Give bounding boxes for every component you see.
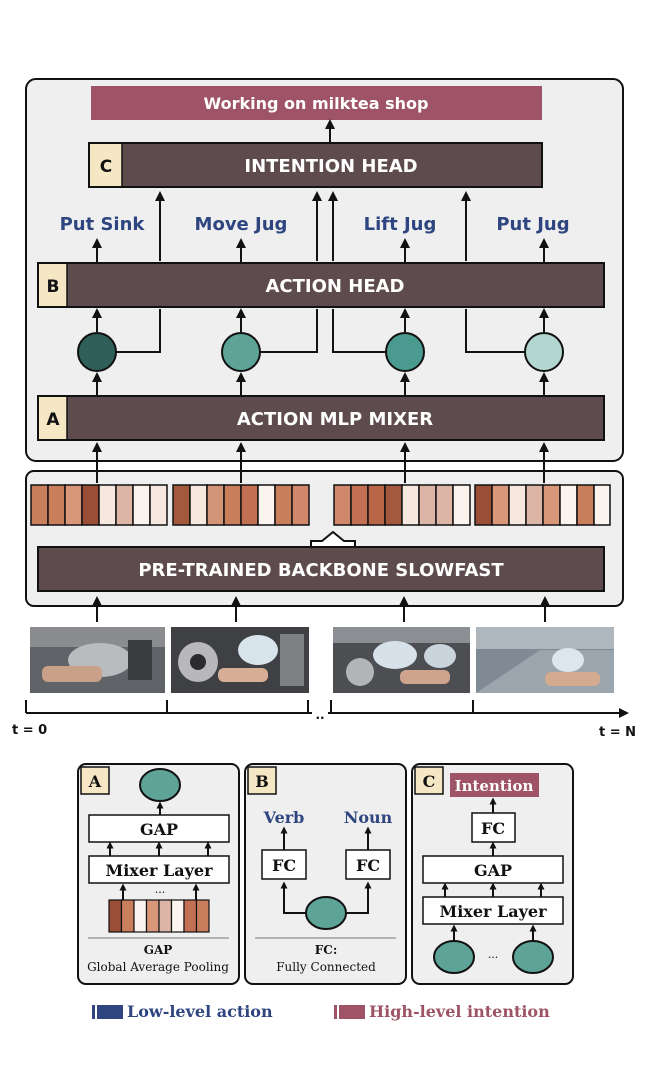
detail-box-a-caption-title: GAP	[144, 943, 173, 957]
detail-box-b-fc-noun	[345, 849, 391, 880]
action-mlp-mixer-letter: A	[46, 410, 60, 430]
feature-strip-3	[333, 484, 471, 526]
detail-box-a-token-strip	[108, 899, 210, 933]
key-low-level-swatch	[92, 1005, 123, 1019]
detail-box-c-fc-label: FC	[481, 819, 505, 838]
detail-box-c-mixer-layer-label: Mixer Layer	[439, 902, 547, 921]
intention-banner-text: Working on milktea shop	[204, 94, 429, 113]
detail-box-b-letter-box	[247, 766, 277, 795]
detail-box-a-mixer-layer	[88, 855, 230, 884]
detail-box-b-fc-verb-label: FC	[272, 856, 296, 875]
action-label-lift-jug: Lift Jug	[364, 214, 437, 235]
action-head-letter: B	[47, 277, 60, 297]
video-frame-3	[333, 627, 470, 693]
action-head-label: ACTION HEAD	[266, 276, 405, 297]
intention-banner	[91, 86, 542, 120]
action-mlp-mixer-letter-box	[39, 397, 67, 439]
detail-box-c-gap	[422, 855, 564, 884]
embedding-circle-3	[385, 332, 425, 372]
detail-box-c-gap-label: GAP	[474, 861, 512, 880]
detail-box-a-letter-box	[80, 766, 110, 795]
action-label-put-sink: Put Sink	[60, 214, 146, 235]
backbone-box	[37, 546, 605, 592]
backbone-output-arrow	[310, 530, 356, 546]
feature-strip-4	[474, 484, 611, 526]
detail-box-a-gap	[88, 814, 230, 843]
action-mlp-mixer-label: ACTION MLP MIXER	[237, 409, 433, 430]
intention-head-letter: C	[100, 157, 112, 177]
detail-box-a-gap-label: GAP	[140, 820, 178, 839]
detail-box-c-letter: C	[423, 772, 436, 791]
timeline-ellipsis: ..	[315, 708, 324, 722]
backbone-label: PRE-TRAINED BACKBONE SLOWFAST	[138, 560, 504, 581]
detail-box-a-dots: ...	[155, 883, 166, 896]
detail-box-b-noun: Noun	[344, 808, 393, 827]
detail-box-a-caption-text: Global Average Pooling	[87, 960, 229, 974]
embedding-circle-1	[77, 332, 117, 372]
detail-box-c-letter-box	[414, 766, 444, 795]
intention-head	[88, 142, 543, 188]
detail-box-c-input-circle-1	[433, 940, 475, 974]
action-label-put-jug: Put Jug	[496, 214, 569, 235]
action-head-letter-box	[39, 264, 67, 306]
timeline-start-label: t = 0	[12, 723, 47, 738]
feature-strip-1	[30, 484, 168, 526]
intention-head-letter-box	[90, 144, 122, 186]
intention-head-label: INTENTION HEAD	[244, 156, 417, 177]
action-label-move-jug: Move Jug	[195, 214, 288, 235]
detail-box-a-mixer-layer-label: Mixer Layer	[105, 861, 213, 880]
timeline-end-label: t = N	[599, 725, 636, 740]
action-head	[37, 262, 605, 308]
detail-box-b-caption-title: FC:	[315, 943, 338, 957]
key-high-level-swatch	[334, 1005, 365, 1019]
detail-box-c-intention-label: Intention	[455, 777, 534, 795]
embedding-circle-4	[524, 332, 564, 372]
detail-box-b-fc-noun-label: FC	[356, 856, 380, 875]
detail-box-b-input-circle	[305, 896, 347, 930]
embedding-circle-2	[221, 332, 261, 372]
detail-box-b	[244, 763, 407, 985]
detail-box-b-verb: Verb	[263, 808, 305, 827]
detail-box-a-output-circle	[139, 768, 181, 802]
video-frame-2	[171, 627, 309, 693]
detail-box-b-letter: B	[255, 772, 269, 791]
feature-strip-2	[172, 484, 310, 526]
key-low-level-label: Low-level action	[127, 1002, 273, 1021]
action-mlp-mixer	[37, 395, 605, 441]
detail-box-a-letter: A	[88, 772, 102, 791]
detail-box-c-input-circle-2	[512, 940, 554, 974]
detail-box-c-dots: ...	[488, 948, 499, 961]
detail-box-c-intention	[450, 773, 539, 797]
detail-box-c-fc	[471, 812, 516, 843]
video-frame-4	[476, 627, 614, 693]
detail-box-b-caption-text: Fully Connected	[276, 960, 376, 974]
video-frame-1	[30, 627, 165, 693]
detail-box-c-mixer-layer	[422, 896, 564, 925]
detail-box-b-fc-verb	[261, 849, 307, 880]
key-high-level-label: High-level intention	[369, 1002, 550, 1021]
